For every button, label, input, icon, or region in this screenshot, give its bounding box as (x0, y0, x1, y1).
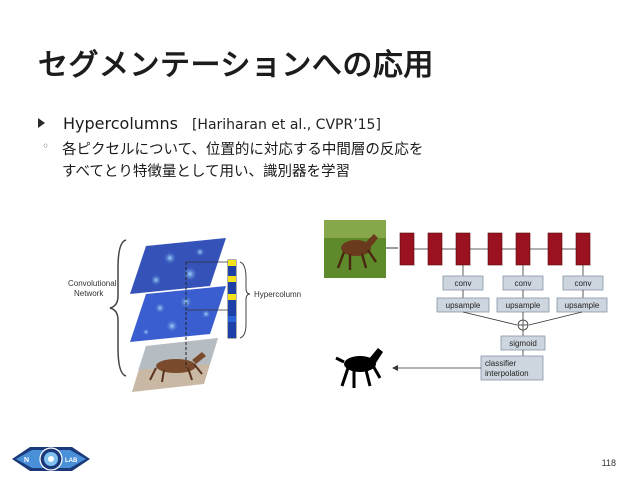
sigmoid-box: sigmoid (500, 335, 546, 351)
conv-label-3: conv (575, 279, 592, 288)
slide-title: セグメンテーションへの応用 (38, 48, 434, 83)
sigmoid-label: sigmoid (509, 339, 537, 348)
conv-box-1: conv (442, 275, 484, 291)
bullet-label: Hypercolumns (63, 114, 178, 133)
conv-layers (399, 232, 591, 266)
upsample-label-3: upsample (565, 301, 600, 310)
conv-box-2: conv (502, 275, 544, 291)
hypercolumn-vector (227, 259, 237, 339)
conv-network-label-1: Convolutional (68, 279, 117, 288)
upsample-box-3: upsample (556, 297, 608, 313)
lab-logo: N LAB (12, 447, 90, 471)
sub-bullet-text-2: すべてとり特徴量として用い、識別器を学習 (62, 164, 350, 180)
sub-bullet-dot-icon: ◦ (42, 139, 50, 153)
input-image-plane (132, 338, 218, 392)
hypercolumn-label: Hypercolumn (254, 290, 301, 299)
sub-bullet-line-2: すべてとり特徴量として用い、識別器を学習 (62, 160, 350, 181)
classifier-label-1: classifier (485, 359, 516, 368)
classifier-label-2: interpolation (485, 369, 529, 378)
upsample-label-2: upsample (506, 301, 541, 310)
sub-bullet-text-1: 各ピクセルについて、位置的に対応する中間層の反応を (62, 142, 424, 158)
conv-box-3: conv (562, 275, 604, 291)
bullet-hypercolumns: Hypercolumns [Hariharan et al., CVPR’15] (38, 114, 381, 133)
feature-map-middle (130, 286, 226, 342)
classifier-box: classifier interpolation (480, 355, 544, 381)
upsample-box-2: upsample (496, 297, 550, 313)
conv-label-2: conv (515, 279, 532, 288)
network-brace-icon (109, 239, 127, 377)
output-arrow-icon (392, 365, 398, 371)
input-horse-photo (324, 220, 386, 278)
citation: [Hariharan et al., CVPR’15] (191, 117, 381, 133)
output-mask-silhouette (335, 348, 383, 388)
feature-map-top (130, 238, 226, 294)
upsample-label-1: upsample (446, 301, 481, 310)
page-number: 118 (601, 458, 616, 468)
conv-network-label-2: Network (74, 289, 104, 298)
hypercolumn-brace-icon (239, 261, 251, 339)
sum-node-icon (517, 319, 529, 331)
hypercolumn-figure: Convolutional Network (68, 238, 301, 392)
bullet-arrow-icon (38, 118, 45, 128)
sub-bullet-line-1: ◦ 各ピクセルについて、位置的に対応する中間層の反応を (42, 138, 424, 159)
logo-lab-text: LAB (65, 458, 78, 464)
upsample-box-1: upsample (436, 297, 490, 313)
architecture-diagram: conv conv conv upsample upsample upsampl… (324, 220, 608, 388)
conv-label-1: conv (455, 279, 472, 288)
logo-letter-n: N (24, 457, 29, 464)
